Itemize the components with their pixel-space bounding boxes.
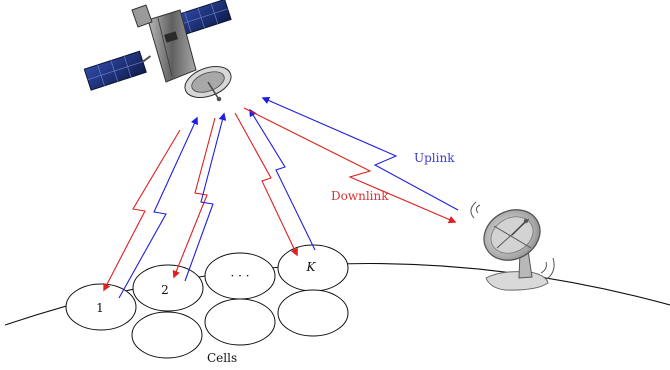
cell-2 [132,264,204,312]
downlink-cell-1-arrow [103,129,181,292]
ground-station-links [243,96,459,224]
downlink-label: Downlink [331,189,389,203]
downlink-arrow [243,107,457,224]
cell-ellipsis-label: · · · [230,269,250,283]
cells-label: Cells [207,351,238,365]
uplink-label: Uplink [414,151,455,165]
cell-7 [277,289,349,337]
uplink-cell-2-arrow [184,112,227,282]
cell-k-label: K [306,260,316,274]
cell-1-label: 1 [96,301,104,315]
cell-2-label: 2 [161,283,169,297]
cell-5 [131,311,203,359]
cell-links [103,108,316,299]
satellite-dish-icon [470,201,555,291]
uplink-arrow [261,96,459,211]
uplink-cell-k-arrow [249,108,316,251]
downlink-cell-2-arrow [172,117,216,279]
cell-6 [204,298,276,346]
downlink-cell-k-arrow [234,112,298,257]
cell-1 [65,283,137,331]
satellite-icon [83,0,232,102]
uplink-cell-1-arrow [118,116,198,299]
